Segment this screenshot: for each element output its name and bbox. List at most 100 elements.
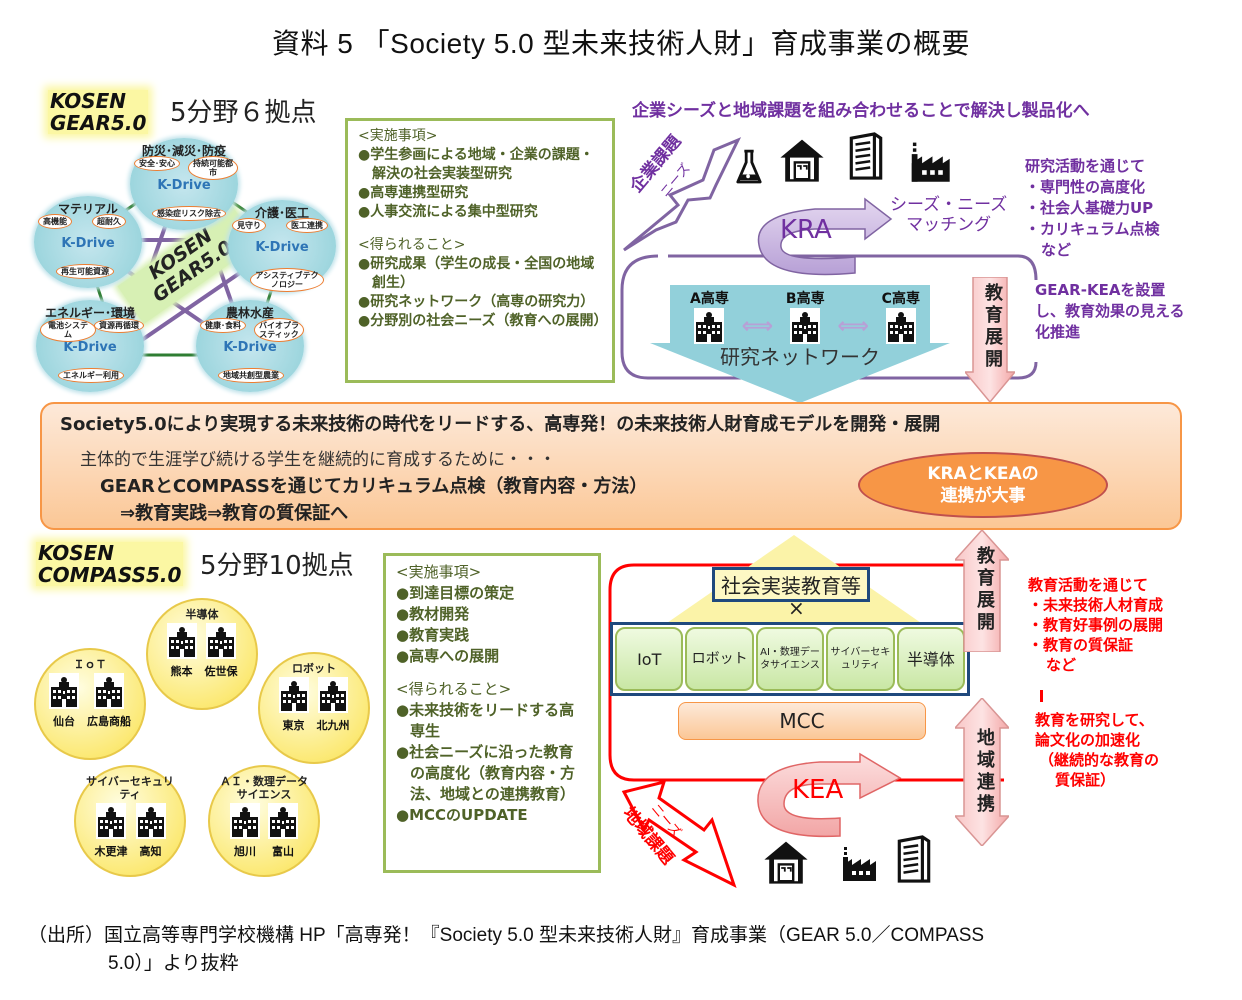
compass-field-name: ＩｏＴ xyxy=(73,658,107,671)
school-node: B高専 xyxy=(786,288,825,348)
education-deploy-up-arrow xyxy=(955,530,1009,652)
gear-field-tag: 健康･食料 xyxy=(200,318,246,333)
gear-box-heading-2: <得られること> xyxy=(358,237,466,253)
source-line-2: 5.0）」より抜粋 xyxy=(108,953,239,974)
kra-kea-badge-line2: 連携が大事 xyxy=(940,486,1026,506)
compass-school: 熊本 xyxy=(167,623,197,679)
k-drive-label: K-Drive xyxy=(63,340,117,355)
school-building-icon xyxy=(318,677,348,713)
gear-field-count: 5分野６拠点 xyxy=(170,98,317,128)
compass-school: 北九州 xyxy=(317,677,350,733)
gear-field-tag: 超耐久 xyxy=(92,214,126,229)
school-label: A高専 xyxy=(690,291,729,307)
gear-box-item: ●人事交流による集中型研究 xyxy=(358,204,538,220)
compass-school: 木更津 xyxy=(95,803,128,859)
gear-field-name: 介護･医工 xyxy=(254,206,309,220)
school-building-icon xyxy=(886,308,916,344)
compass-box-item: ●MCCのUPDATE xyxy=(396,806,528,824)
compass-school-name: 広島商船 xyxy=(87,715,131,728)
compass-field-circle: ロボット東京北九州 xyxy=(258,652,370,764)
central-line-2: 主体的で生涯学び続ける学生を継続的に育成するために・・・ xyxy=(80,450,556,470)
kra-cycle-label: KRA xyxy=(780,215,832,245)
kra-research-note: 研究活動を通じて xyxy=(1025,157,1146,175)
gear-field-name: 農林水産 xyxy=(225,306,274,320)
compass-box-heading-2: <得られること> xyxy=(396,680,512,698)
kra-cycle-arrow xyxy=(757,197,893,276)
kea-edu-note: ・未来技術人材育成 xyxy=(1028,596,1164,614)
kea-research-note: 論文化の加速化 xyxy=(1035,731,1141,749)
gear-field-tag: 医工連携 xyxy=(286,218,328,233)
kra-needs-arrow xyxy=(623,137,742,252)
kra-matching-label: シーズ・ニーズ マッチング xyxy=(890,195,1007,235)
compass-brand-line1: KOSEN xyxy=(38,541,115,565)
compass-school-name: 仙台 xyxy=(53,715,75,728)
gear-brand-label: KOSEN GEAR5.0 xyxy=(48,90,149,135)
compass-school-name: 熊本 xyxy=(170,665,193,678)
compass-box-item: ●社会ニーズに沿った教育の高度化（教育内容・方法、地域との連携教育） xyxy=(396,743,576,803)
regional-collab-arrow xyxy=(955,698,1009,846)
gear-field-name: エネルギー･環境 xyxy=(44,306,135,320)
school-building-icon xyxy=(790,308,820,344)
kra-research-note: ・専門性の高度化 xyxy=(1025,178,1146,196)
kea-field-chip: サイバーセキュリティ xyxy=(826,627,895,691)
kea-field-chip: AI・数理データサイエンス xyxy=(755,627,825,691)
kea-field-chip: ロボット xyxy=(685,627,754,691)
school-building-icon xyxy=(279,677,309,713)
kra-research-note: など xyxy=(1041,241,1072,259)
gear-box-item: ●分野別の社会ニーズ（教育への展開） xyxy=(358,313,608,329)
kea-research-note: 質保証） xyxy=(1055,771,1116,789)
kea-field-chip: IoT xyxy=(615,627,684,691)
school-label: B高専 xyxy=(785,291,825,307)
gear-field-tag: バイオプラスティック xyxy=(254,318,304,342)
school-building-icon xyxy=(136,803,166,839)
school-building-icon xyxy=(268,803,298,839)
factory-icon xyxy=(905,138,953,184)
gear-field-tag: 再生可能資源 xyxy=(56,264,114,279)
compass-field-name: ＡＩ・数理データサイエンス xyxy=(220,775,308,801)
kea-research-note: 教育を研究して、 xyxy=(1035,711,1154,729)
school-network-row: A高専 ⟺ B高専 ⟺ C高専 xyxy=(690,288,920,348)
compass-box-item: ●教材開発 xyxy=(396,605,470,623)
kra-kea-note: GEAR-KEAを設置し、教育効果の見える化推進 xyxy=(1035,281,1185,341)
compass-field-name: 半導体 xyxy=(185,608,219,621)
school-building-icon xyxy=(94,673,124,709)
gear-box-item: ●高専連携型研究 xyxy=(358,185,469,201)
k-drive-label: K-Drive xyxy=(61,236,115,251)
kea-cycle-arrow xyxy=(757,752,902,838)
education-deploy-down-arrow xyxy=(965,277,1015,402)
gear-box-item: ●研究ネットワーク（高専の研究力） xyxy=(358,294,595,310)
compass-school-name: 高知 xyxy=(139,845,162,858)
office-building-icon xyxy=(893,832,935,886)
school-node: C高専 xyxy=(882,288,920,348)
education-deploy-label-bottom: 教育展開 xyxy=(974,546,995,634)
kea-cycle-label: KEA xyxy=(792,775,844,805)
gear-field-tag: 高機能 xyxy=(38,214,72,229)
bidirectional-arrow-icon: ⟺ xyxy=(741,313,774,339)
compass-activities-box: <実施事項> ●到達目標の策定 ●教材開発 ●教育実践 ●高専への展開 <得られ… xyxy=(383,553,601,873)
school-building-icon xyxy=(49,673,79,709)
school-node: A高専 xyxy=(690,288,729,348)
gear-brand-line2: GEAR5.0 xyxy=(50,111,147,135)
kra-research-note: ・社会人基礎力UP xyxy=(1025,199,1154,217)
compass-brand-line2: COMPASS5.0 xyxy=(38,563,182,587)
kea-research-note: （継続的な教育の xyxy=(1039,751,1160,769)
kea-edu-note: 教育活動を通じて xyxy=(1028,576,1149,594)
kea-edu-note: ・教育好事例の展開 xyxy=(1028,616,1164,634)
kra-frame xyxy=(620,137,1038,380)
compass-school: 富山 xyxy=(268,803,298,859)
compass-school-name: 富山 xyxy=(272,845,294,858)
compass-school: 東京 xyxy=(279,677,309,733)
gear-field-tag: 持続可能都市 xyxy=(188,156,238,180)
kra-kea-badge-line1: KRAとKEAの xyxy=(927,464,1039,484)
kea-field-chip: 半導体 xyxy=(896,627,966,691)
factory-icon xyxy=(838,842,878,884)
central-line-3: GEARとCOMPASSを通じてカリキュラム点検（教育内容・方法） xyxy=(100,476,648,497)
house-icon xyxy=(778,136,826,184)
kra-kea-badge: KRAとKEAの 連携が大事 xyxy=(858,452,1108,518)
gear-field-tag: 感染症リスク除去 xyxy=(152,206,226,221)
k-drive-label: K-Drive xyxy=(223,340,277,355)
gear-field-tag: 安全･安心 xyxy=(134,156,180,171)
page-title: 資料 5 「Society 5.0 型未来技術人財」育成事業の概要 xyxy=(272,28,970,59)
